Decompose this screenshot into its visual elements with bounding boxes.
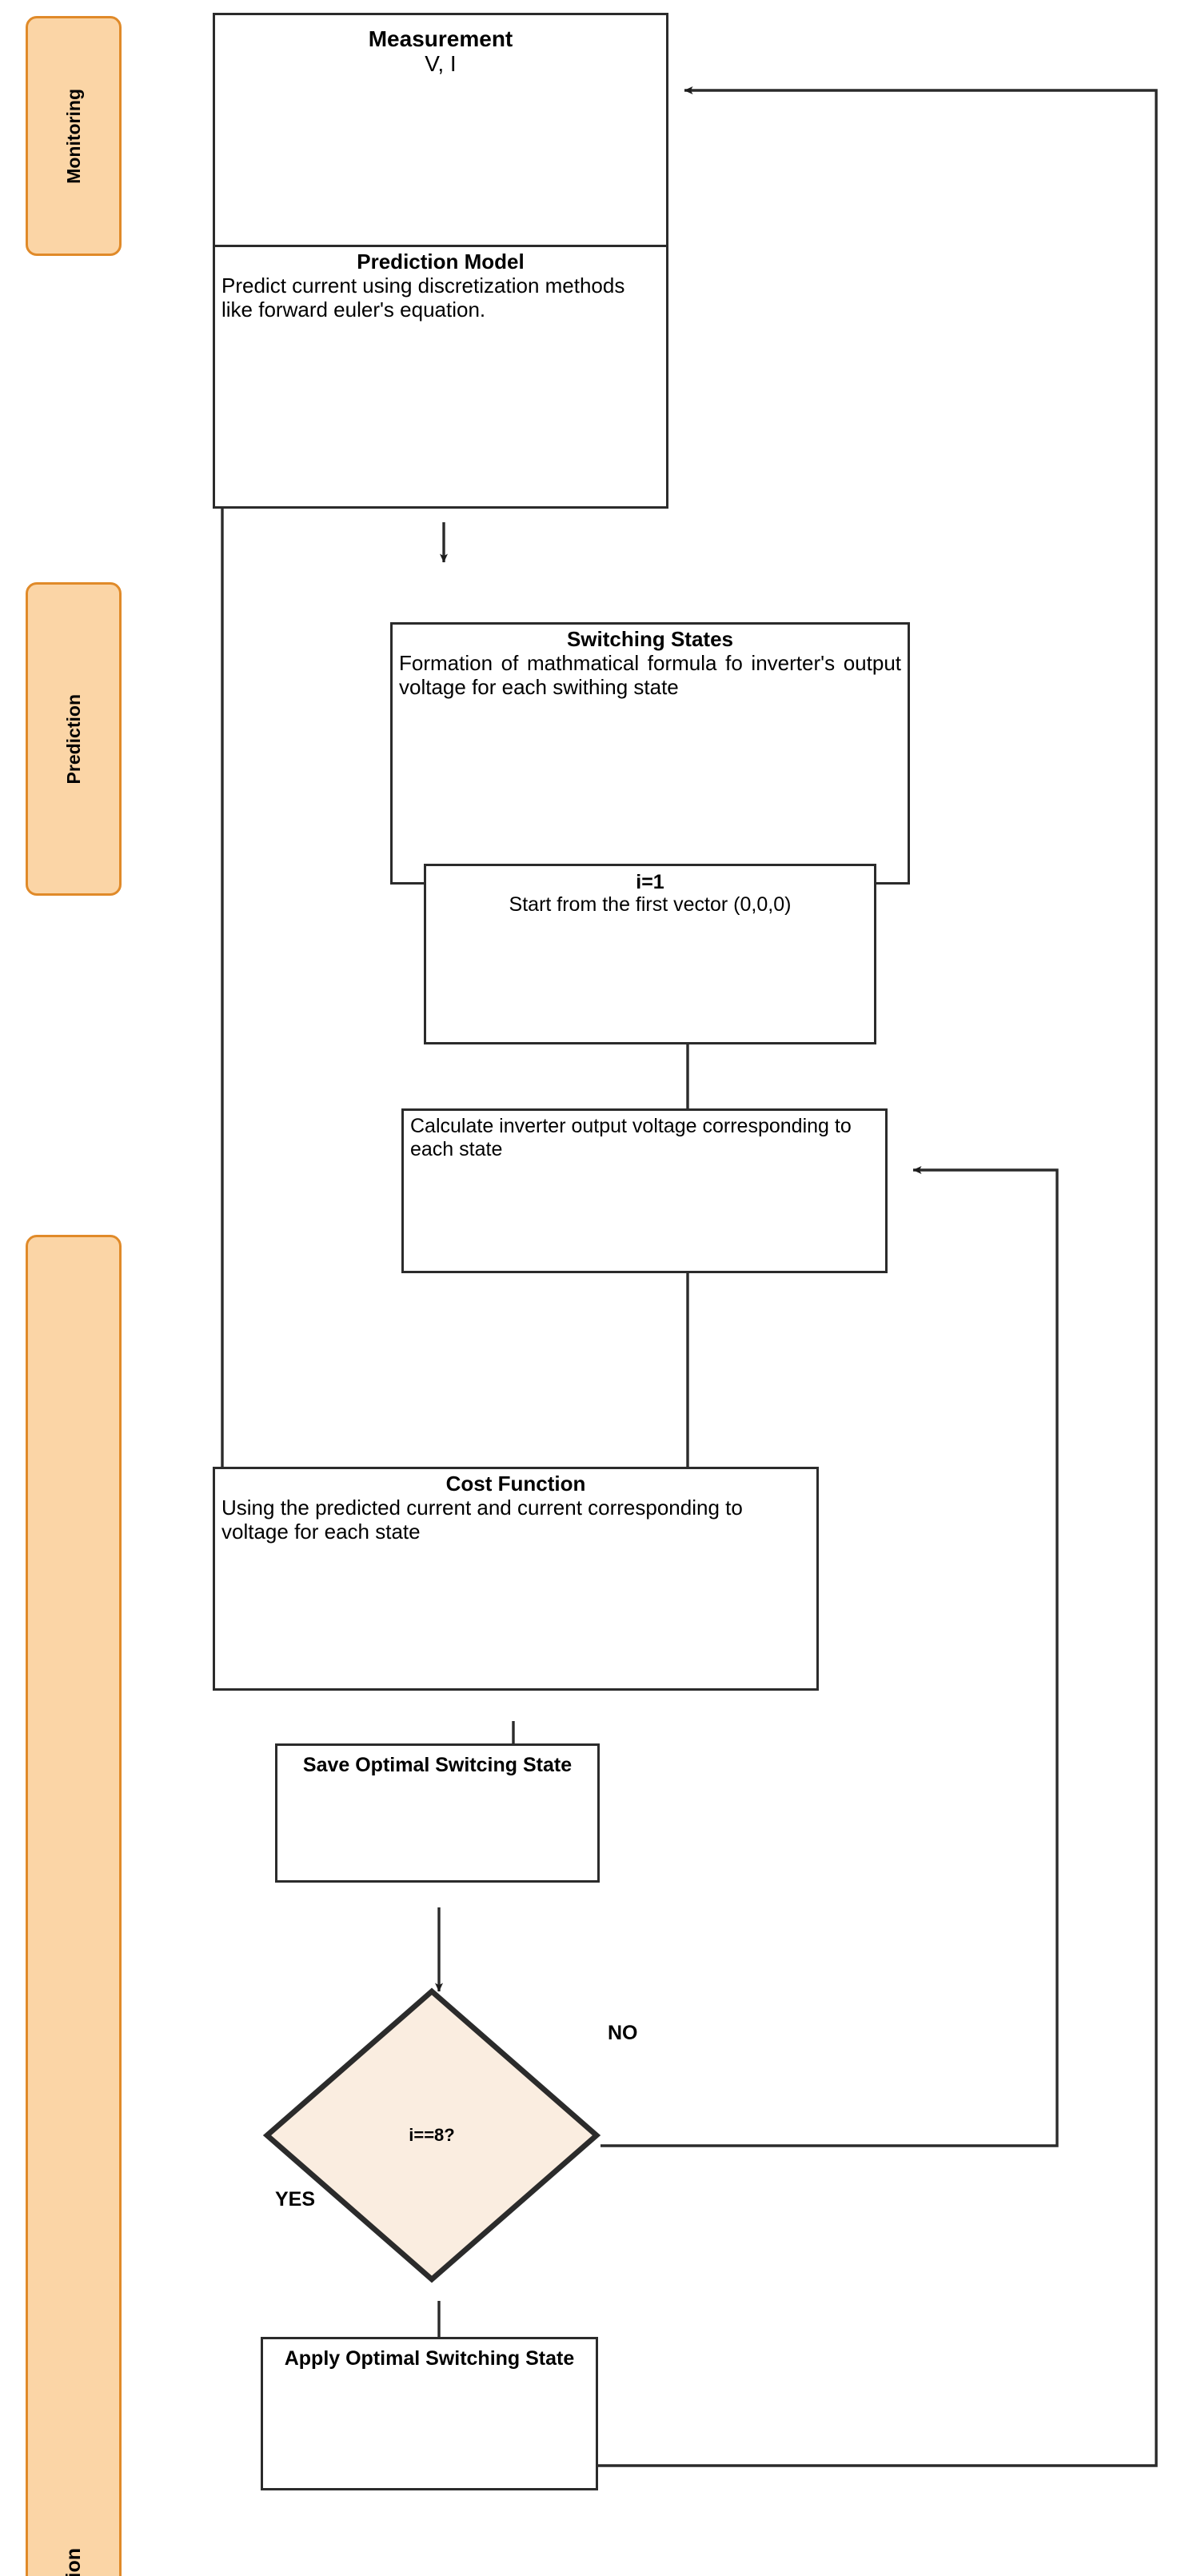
edge-apply-feedback-loop [597,86,1158,2467]
node-init-index-body: Start from the first vector (0,0,0) [509,893,792,916]
node-init-index-title: i=1 [636,871,664,893]
node-cost-function-body: Using the predicted current and current … [221,1496,743,1544]
edge-label-yes: YES [275,2188,316,2211]
phase-monitoring-label: Monitoring [62,88,84,184]
phase-prediction[interactable]: Prediction [26,582,122,896]
node-prediction-model-body: Predict current using discretization met… [221,274,625,322]
node-cost-function[interactable]: Cost Function Using the predicted curren… [213,1467,819,1691]
node-decision-label: i==8? [409,2125,455,2145]
node-apply-optimal[interactable]: Apply Optimal Switching State [261,2337,598,2490]
node-prediction-model[interactable]: Prediction Model Predict current using d… [213,245,668,509]
node-save-optimal-title: Save Optimal Switcing State [302,1754,573,1776]
phase-optimization-label: Optimization [62,2548,85,2576]
node-measurement-title: Measurement [368,26,513,51]
node-cost-function-title: Cost Function [445,1472,586,1496]
phase-monitoring[interactable]: Monitoring [26,16,122,256]
node-calculate-voltage[interactable]: Calculate inverter output voltage corres… [401,1108,888,1273]
node-apply-optimal-title: Apply Optimal Switching State [284,2347,575,2370]
node-prediction-model-title: Prediction Model [357,250,525,274]
node-switching-states-body: Formation of mathmatical formula fo inve… [399,651,901,700]
phase-optimization[interactable]: Optimization [26,1235,122,2576]
node-switching-states[interactable]: Switching States Formation of mathmatica… [390,622,910,885]
node-calculate-voltage-body: Calculate inverter output voltage corres… [410,1115,852,1160]
phase-prediction-label: Prediction [62,693,84,785]
node-switching-states-title: Switching States [566,627,734,651]
node-init-index[interactable]: i=1 Start from the first vector (0,0,0) [424,864,876,1044]
node-decision[interactable]: i==8? [262,1987,601,2284]
node-save-optimal[interactable]: Save Optimal Switcing State [275,1743,600,1883]
node-measurement-body: V, I [425,51,457,77]
decision-shape [262,1987,601,2283]
edge-label-no: NO [608,2022,638,2044]
